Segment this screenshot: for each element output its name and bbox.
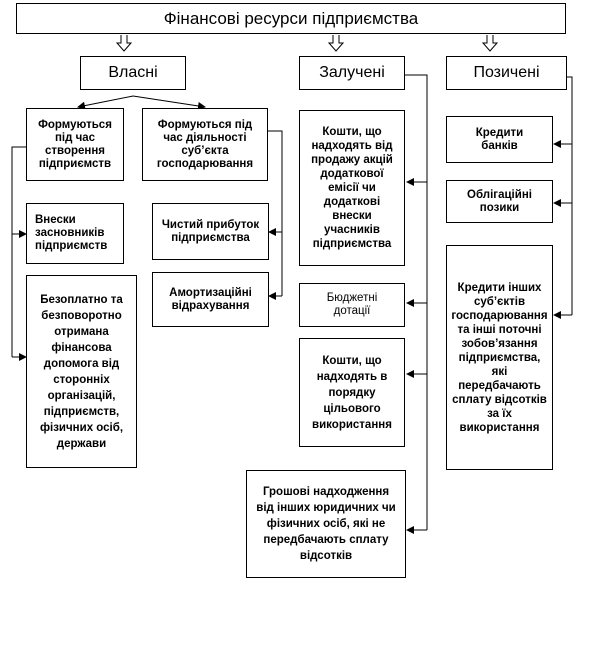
own-depreciation-text: Амортизаційні відрахування <box>169 286 252 312</box>
borrowed-bond-loans: Облігаційні позики <box>446 180 553 223</box>
category-borrowed: Позичені <box>446 56 567 90</box>
hollow-arrow-own <box>115 35 133 52</box>
category-attracted-label: Залучені <box>319 64 385 81</box>
borrowed-bond-loans-text: Облігаційні позики <box>467 188 532 214</box>
borrowed-other-credits-text: Кредити інших суб’єктів господарювання т… <box>451 281 548 434</box>
attracted-targeted-funds: Кошти, що надходять в порядку цільового … <box>299 338 405 447</box>
borrowed-bank-credits: Кредити банків <box>446 116 553 163</box>
title-box: Фінансові ресурси підприємства <box>16 3 566 34</box>
attracted-targeted-funds-text: Кошти, що надходять в порядку цільового … <box>312 354 392 431</box>
attracted-budget-subsidies-text: Бюджетні дотації <box>326 292 378 317</box>
own-formed-creation-text: Формуються під час створення підприємств <box>38 118 112 170</box>
attracted-share-sale: Кошти, що надходять від продажу акцій до… <box>299 110 405 266</box>
borrowed-bank-credits-text: Кредити банків <box>475 126 524 152</box>
category-own: Власні <box>80 56 186 90</box>
hollow-arrow-borrowed <box>481 35 499 52</box>
attracted-budget-subsidies: Бюджетні дотації <box>299 283 405 327</box>
category-attracted: Залучені <box>299 56 405 90</box>
hollow-arrow-attracted <box>327 35 345 52</box>
own-formed-creation: Формуються під час створення підприємств <box>26 108 124 181</box>
borrowed-other-credits: Кредити інших суб’єктів господарювання т… <box>446 245 553 470</box>
title: Фінансові ресурси підприємства <box>163 8 419 28</box>
attracted-cash-receipts-text: Грошові надходження від інших юридичних … <box>256 486 396 562</box>
own-founders-contributions-text: Внески засновників підприємств <box>35 214 108 252</box>
own-founders-contributions: Внески засновників підприємств <box>26 203 124 264</box>
category-borrowed-label: Позичені <box>473 64 540 81</box>
own-free-aid: Безоплатно та безповоротно отримана фіна… <box>26 275 137 468</box>
own-net-profit-text: Чистий прибуток підприємства <box>161 218 260 244</box>
own-net-profit: Чистий прибуток підприємства <box>152 203 269 260</box>
category-own-label: Власні <box>108 64 158 81</box>
own-depreciation: Амортизаційні відрахування <box>152 272 269 327</box>
attracted-cash-receipts: Грошові надходження від інших юридичних … <box>246 470 406 578</box>
attracted-share-sale-text: Кошти, що надходять від продажу акцій до… <box>311 126 393 250</box>
own-formed-activity: Формуються під час діяльності суб’єкта г… <box>142 108 268 181</box>
own-free-aid-text: Безоплатно та безповоротно отримана фіна… <box>39 293 124 450</box>
own-formed-activity-text: Формуються під час діяльності суб’єкта г… <box>156 118 254 170</box>
